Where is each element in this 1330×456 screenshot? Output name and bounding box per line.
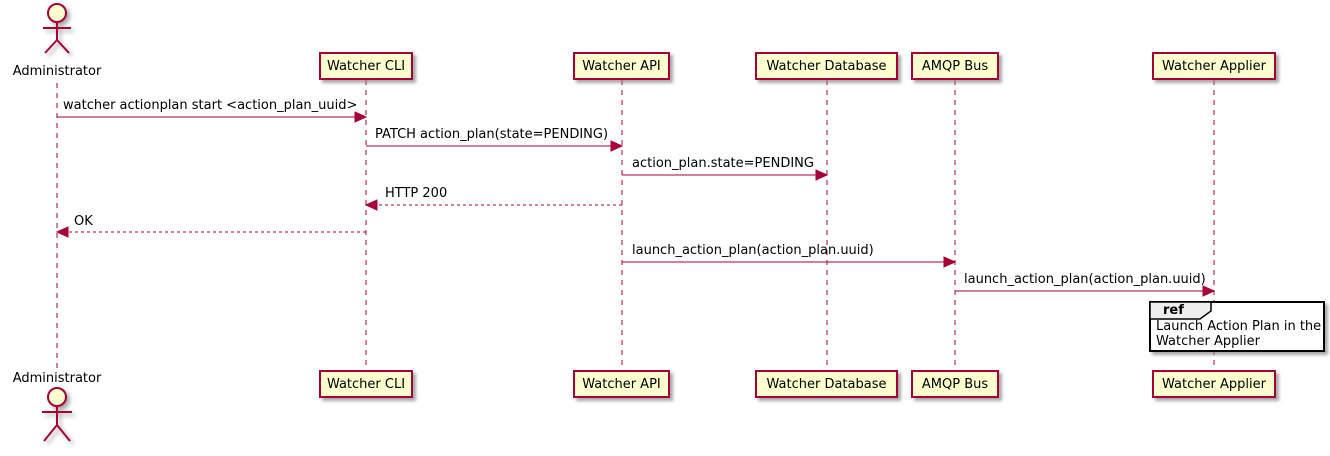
participant-watcher-applier-bottom: Watcher Applier: [1152, 370, 1276, 398]
participant-watcher-cli-bottom: Watcher CLI: [319, 370, 413, 398]
message-label-4: HTTP 200: [385, 186, 448, 201]
message-arrow-1: [57, 111, 368, 123]
message-arrows: [55, 111, 1216, 297]
ref-keyword-label: ref: [1163, 303, 1184, 318]
ref-text: Launch Action Plan in the Watcher Applie…: [1156, 319, 1322, 349]
message-arrow-2: [366, 140, 624, 152]
message-arrow-7: [955, 285, 1216, 297]
participant-watcher-api-top: Watcher API: [573, 52, 670, 80]
arrowhead-left-icon: [55, 226, 69, 238]
lifelines: [56, 80, 1215, 370]
message-arrow-5: [55, 226, 366, 238]
participant-amqp-bus-top: AMQP Bus: [911, 52, 999, 80]
actor-icon-top: [43, 3, 71, 54]
actor-head: [47, 3, 67, 23]
arrowhead-left-icon: [364, 199, 378, 211]
actor-head: [47, 387, 67, 407]
message-label-6: launch_action_plan(action_plan.uuid): [632, 243, 874, 258]
message-label-5: OK: [74, 214, 93, 229]
message-arrow-3: [622, 169, 829, 181]
actor-label-administrator-bottom: Administrator: [12, 371, 102, 386]
arrowhead-right-icon: [354, 111, 368, 123]
arrowhead-right-icon: [943, 256, 957, 268]
arrowhead-right-icon: [610, 140, 624, 152]
message-arrow-4: [364, 199, 622, 211]
participant-amqp-bus-bottom: AMQP Bus: [911, 370, 999, 398]
message-label-3: action_plan.state=PENDING: [632, 156, 814, 171]
message-label-7: launch_action_plan(action_plan.uuid): [964, 272, 1206, 287]
participant-watcher-api-bottom: Watcher API: [573, 370, 670, 398]
participant-watcher-applier-top: Watcher Applier: [1152, 52, 1276, 80]
arrowhead-right-icon: [1202, 285, 1216, 297]
message-label-2: PATCH action_plan(state=PENDING): [375, 127, 609, 142]
participant-watcher-database-bottom: Watcher Database: [755, 370, 898, 398]
arrowhead-right-icon: [815, 169, 829, 181]
message-label-1: watcher actionplan start <action_plan_uu…: [63, 98, 358, 113]
ref-tab-pentagon: [1149, 301, 1212, 320]
message-arrow-6: [622, 256, 957, 268]
actor-icon-bottom: [42, 387, 72, 442]
actor-label-administrator-top: Administrator: [12, 64, 102, 79]
participant-watcher-cli-top: Watcher CLI: [319, 52, 413, 80]
ref-fragment: ref Launch Action Plan in the Watcher Ap…: [1149, 301, 1325, 352]
participant-watcher-database-top: Watcher Database: [755, 52, 898, 80]
